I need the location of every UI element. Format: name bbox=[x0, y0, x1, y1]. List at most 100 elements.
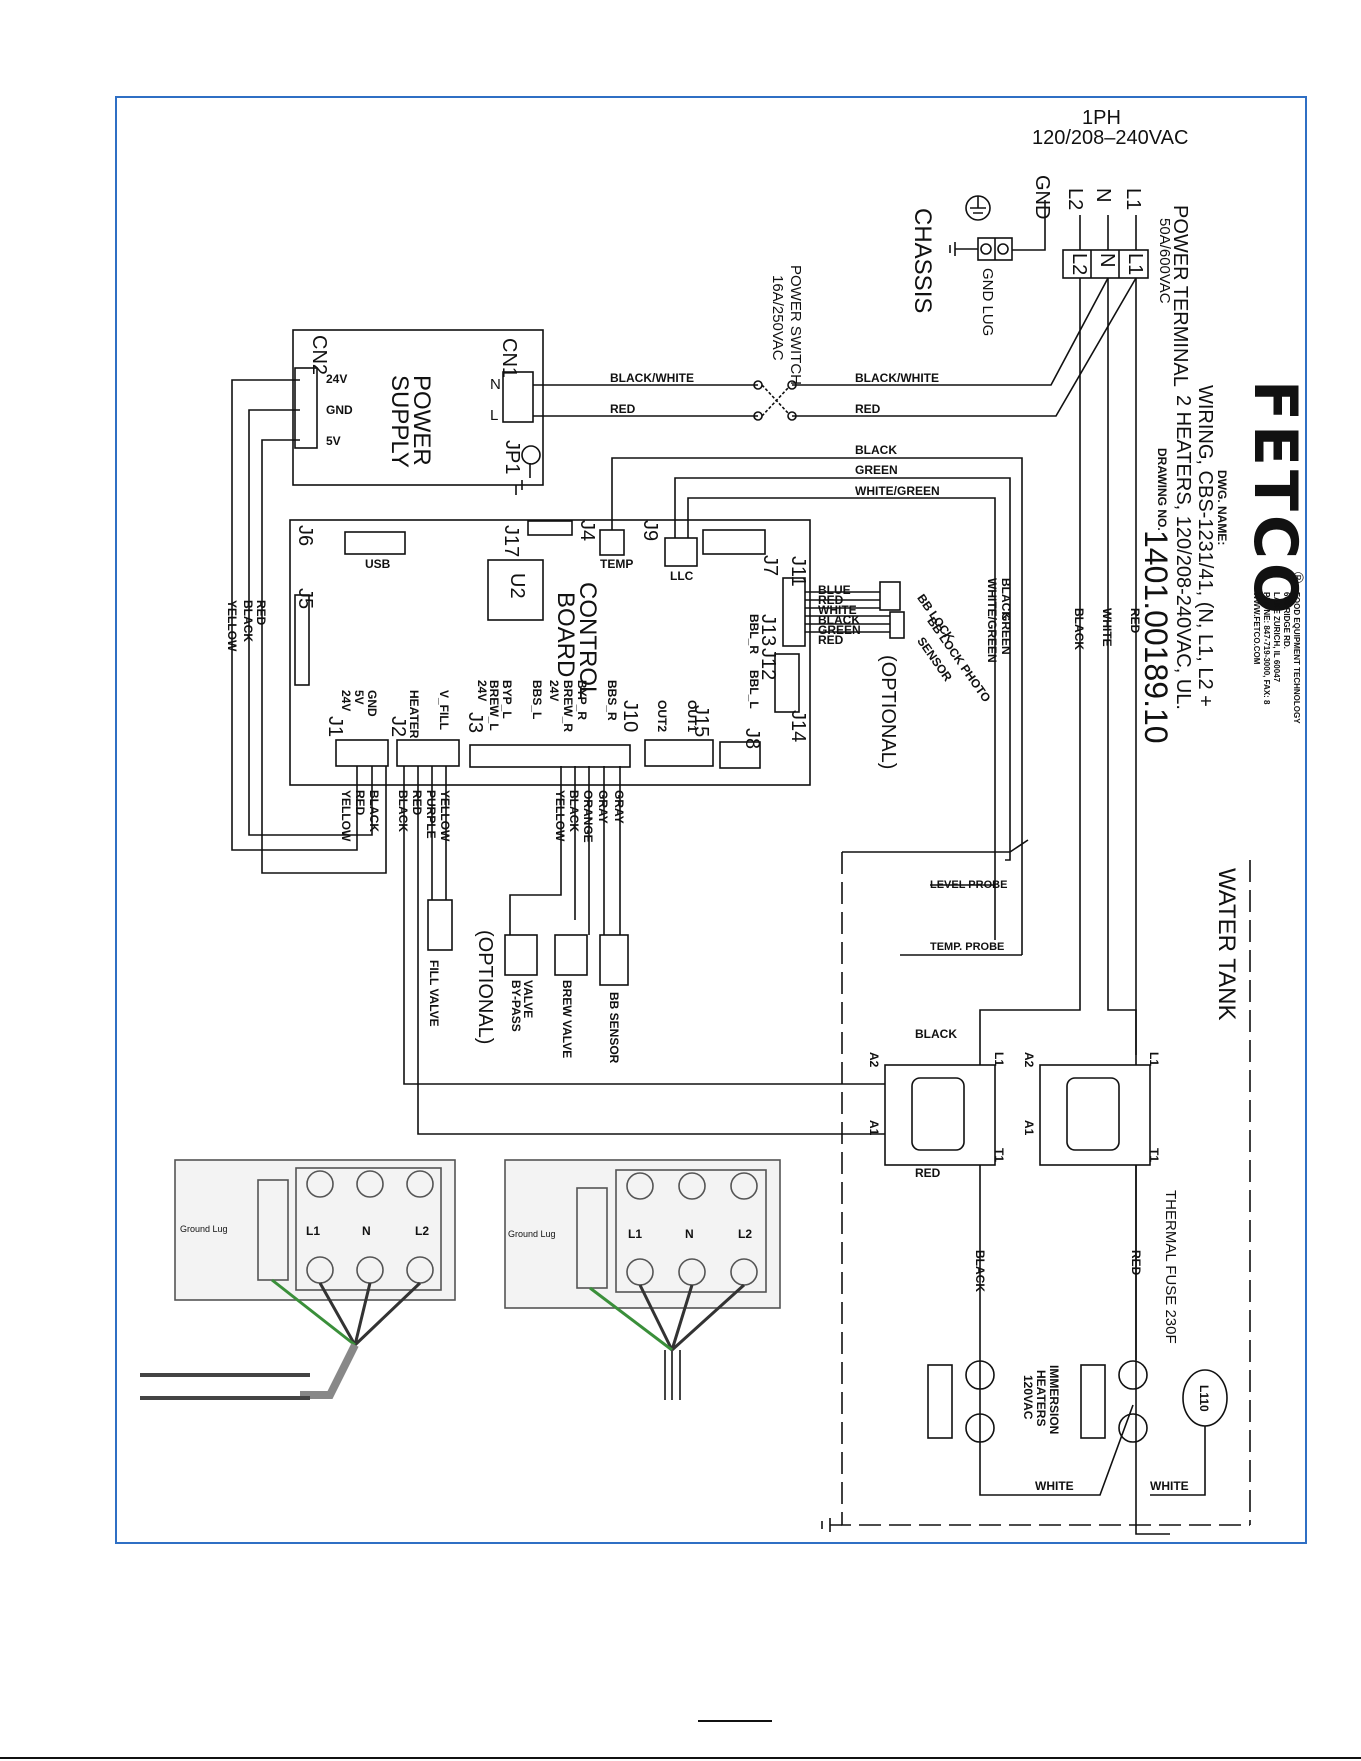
heaters-label-2: HEATERS bbox=[1034, 1370, 1048, 1427]
supply-l1-label: L1 bbox=[1122, 188, 1144, 211]
j1-pin-5v: 5V bbox=[352, 690, 366, 705]
jp1-ground-lead bbox=[515, 463, 531, 495]
photo-ground-lug-1: Ground Lug bbox=[180, 1224, 228, 1234]
j9-llc bbox=[664, 537, 698, 567]
j3-pin-byp-r: BYP_R bbox=[575, 680, 589, 721]
j7-label: J7 bbox=[759, 555, 781, 577]
j15-pin-out1: OUT1 bbox=[685, 700, 699, 733]
jp1-ground-icon bbox=[521, 445, 541, 465]
fuse-code: L110 bbox=[1197, 1385, 1211, 1412]
ps-black-wire bbox=[248, 409, 373, 836]
heaters-label-1: IMMERSION bbox=[1047, 1365, 1061, 1435]
power-supply-title-2: SUPPLY bbox=[386, 375, 413, 468]
brew-valve bbox=[554, 934, 588, 976]
dwg-name-line-1: WIRING, CBS-1231/41, (N, L1, L2 + bbox=[1194, 385, 1216, 707]
drawing-number: 1401.00189.10 bbox=[1138, 530, 1174, 744]
wire-j2-red: RED bbox=[410, 790, 424, 816]
wire-j3-black: BLACK bbox=[567, 790, 581, 832]
wire-red-2: RED bbox=[855, 402, 881, 416]
relay-2-t1: T1 bbox=[1147, 1148, 1161, 1163]
cn2-connector bbox=[294, 367, 318, 449]
relay-1-a2: A2 bbox=[867, 1052, 881, 1068]
brew-valve-label: BREW VALVE bbox=[560, 980, 574, 1059]
u2-chip bbox=[487, 559, 544, 621]
optional-label-1: (OPTIONAL) bbox=[877, 655, 899, 770]
supply-phase: 1PH bbox=[1082, 107, 1121, 129]
bb-lock-wires bbox=[805, 591, 890, 633]
cn2-label: CN2 bbox=[308, 335, 330, 376]
j2-connector bbox=[396, 739, 460, 767]
j15-pin-out2: OUT2 bbox=[655, 700, 669, 733]
relay-2 bbox=[1039, 1064, 1151, 1166]
wire-black-top: BLACK bbox=[855, 443, 897, 457]
power-switch-rating: 16A/250VAC bbox=[769, 275, 786, 361]
ground-symbol-icon bbox=[965, 195, 991, 221]
power-terminal-block bbox=[1062, 249, 1149, 279]
heaters-label-3: 120VAC bbox=[1021, 1375, 1035, 1420]
drawing-no-label: DRAWING NO. bbox=[1155, 448, 1169, 531]
j3-pin-brew-l: BREW_L bbox=[487, 680, 501, 731]
j1-pin-gnd: GND bbox=[365, 690, 379, 717]
j13-label: J13 bbox=[757, 614, 779, 647]
cn1-connector bbox=[502, 371, 534, 423]
j14-label: J14 bbox=[787, 710, 809, 743]
black-top-wire bbox=[611, 457, 1023, 955]
wire-j3-gray-1: GRAY bbox=[596, 790, 610, 824]
wire-relay-black: BLACK bbox=[915, 1027, 957, 1041]
cn2-pin-gnd: GND bbox=[326, 403, 353, 417]
j15-connector bbox=[644, 739, 714, 767]
brand-info-5: WWW.FETCO.COM bbox=[1252, 592, 1261, 665]
terminal-photo-2 bbox=[504, 1159, 781, 1400]
relay-1 bbox=[884, 1064, 996, 1166]
bb-lock-photo-sensor bbox=[889, 611, 905, 639]
wire-white-2: WHITE bbox=[1150, 1479, 1189, 1493]
wire-n-white: WHITE bbox=[1100, 608, 1114, 647]
temp-probe-label: TEMP. PROBE bbox=[930, 941, 1005, 953]
white-green-top-wire bbox=[687, 497, 996, 940]
bb-lock-sensor bbox=[879, 581, 901, 611]
bbl-l-label: BBL_L bbox=[747, 670, 761, 709]
photo-l1-1: L1 bbox=[306, 1224, 321, 1238]
j11-connector bbox=[782, 577, 806, 647]
fill-valve-label: FILL VALVE bbox=[427, 960, 441, 1027]
wire-white-green-side: WHITE/GREEN bbox=[985, 578, 999, 663]
valve-wires bbox=[509, 766, 621, 935]
control-board-box bbox=[289, 519, 811, 786]
photo-l2-1: L2 bbox=[415, 1224, 430, 1238]
relay-2-a1: A1 bbox=[1022, 1120, 1036, 1136]
control-board-title-2: BOARD bbox=[552, 592, 579, 678]
wire-l1-red: RED bbox=[1128, 608, 1142, 634]
wire-j3-yellow: YELLOW bbox=[553, 790, 567, 842]
relay-1-l1: L1 bbox=[992, 1052, 1006, 1067]
wire-j2-black: BLACK bbox=[396, 790, 410, 832]
black-white-wire bbox=[533, 277, 1109, 386]
jp1-label: JP1 bbox=[501, 440, 523, 475]
power-supply-box bbox=[292, 329, 544, 486]
j11-label: J11 bbox=[787, 556, 809, 587]
j5-connector bbox=[294, 594, 310, 686]
power-terminal-title: POWER TERMINAL bbox=[1169, 205, 1191, 387]
water-tank-label: WATER TANK bbox=[1213, 868, 1240, 1021]
relay-1-a1: A1 bbox=[867, 1120, 881, 1136]
heater-1 bbox=[927, 1360, 995, 1443]
supply-gnd-label: GND bbox=[1031, 175, 1053, 220]
usb-label: USB bbox=[365, 557, 391, 571]
j12-label: J12 bbox=[757, 648, 779, 681]
j9-label: J9 bbox=[639, 520, 661, 542]
j6-label: J6 bbox=[294, 525, 316, 547]
wire-relay-red: RED bbox=[915, 1166, 941, 1180]
wire-green-side: GREEN bbox=[999, 612, 1013, 655]
wire-bb-white: WHITE bbox=[818, 603, 857, 617]
photo-l2-2: L2 bbox=[738, 1227, 753, 1241]
j2-red-wire bbox=[417, 766, 890, 1135]
fill-valve bbox=[427, 899, 453, 951]
wire-bb-red: RED bbox=[818, 593, 844, 607]
bypass-valve-label-2: VALVE bbox=[521, 980, 535, 1019]
thermal-fuse bbox=[1182, 1369, 1228, 1427]
wire-l2-black: BLACK bbox=[1072, 608, 1086, 650]
red-wire bbox=[533, 277, 1137, 417]
j1-label: J1 bbox=[324, 716, 346, 738]
j5-label: J5 bbox=[294, 588, 316, 610]
wire-j2-yellow: YELLOW bbox=[438, 790, 452, 842]
